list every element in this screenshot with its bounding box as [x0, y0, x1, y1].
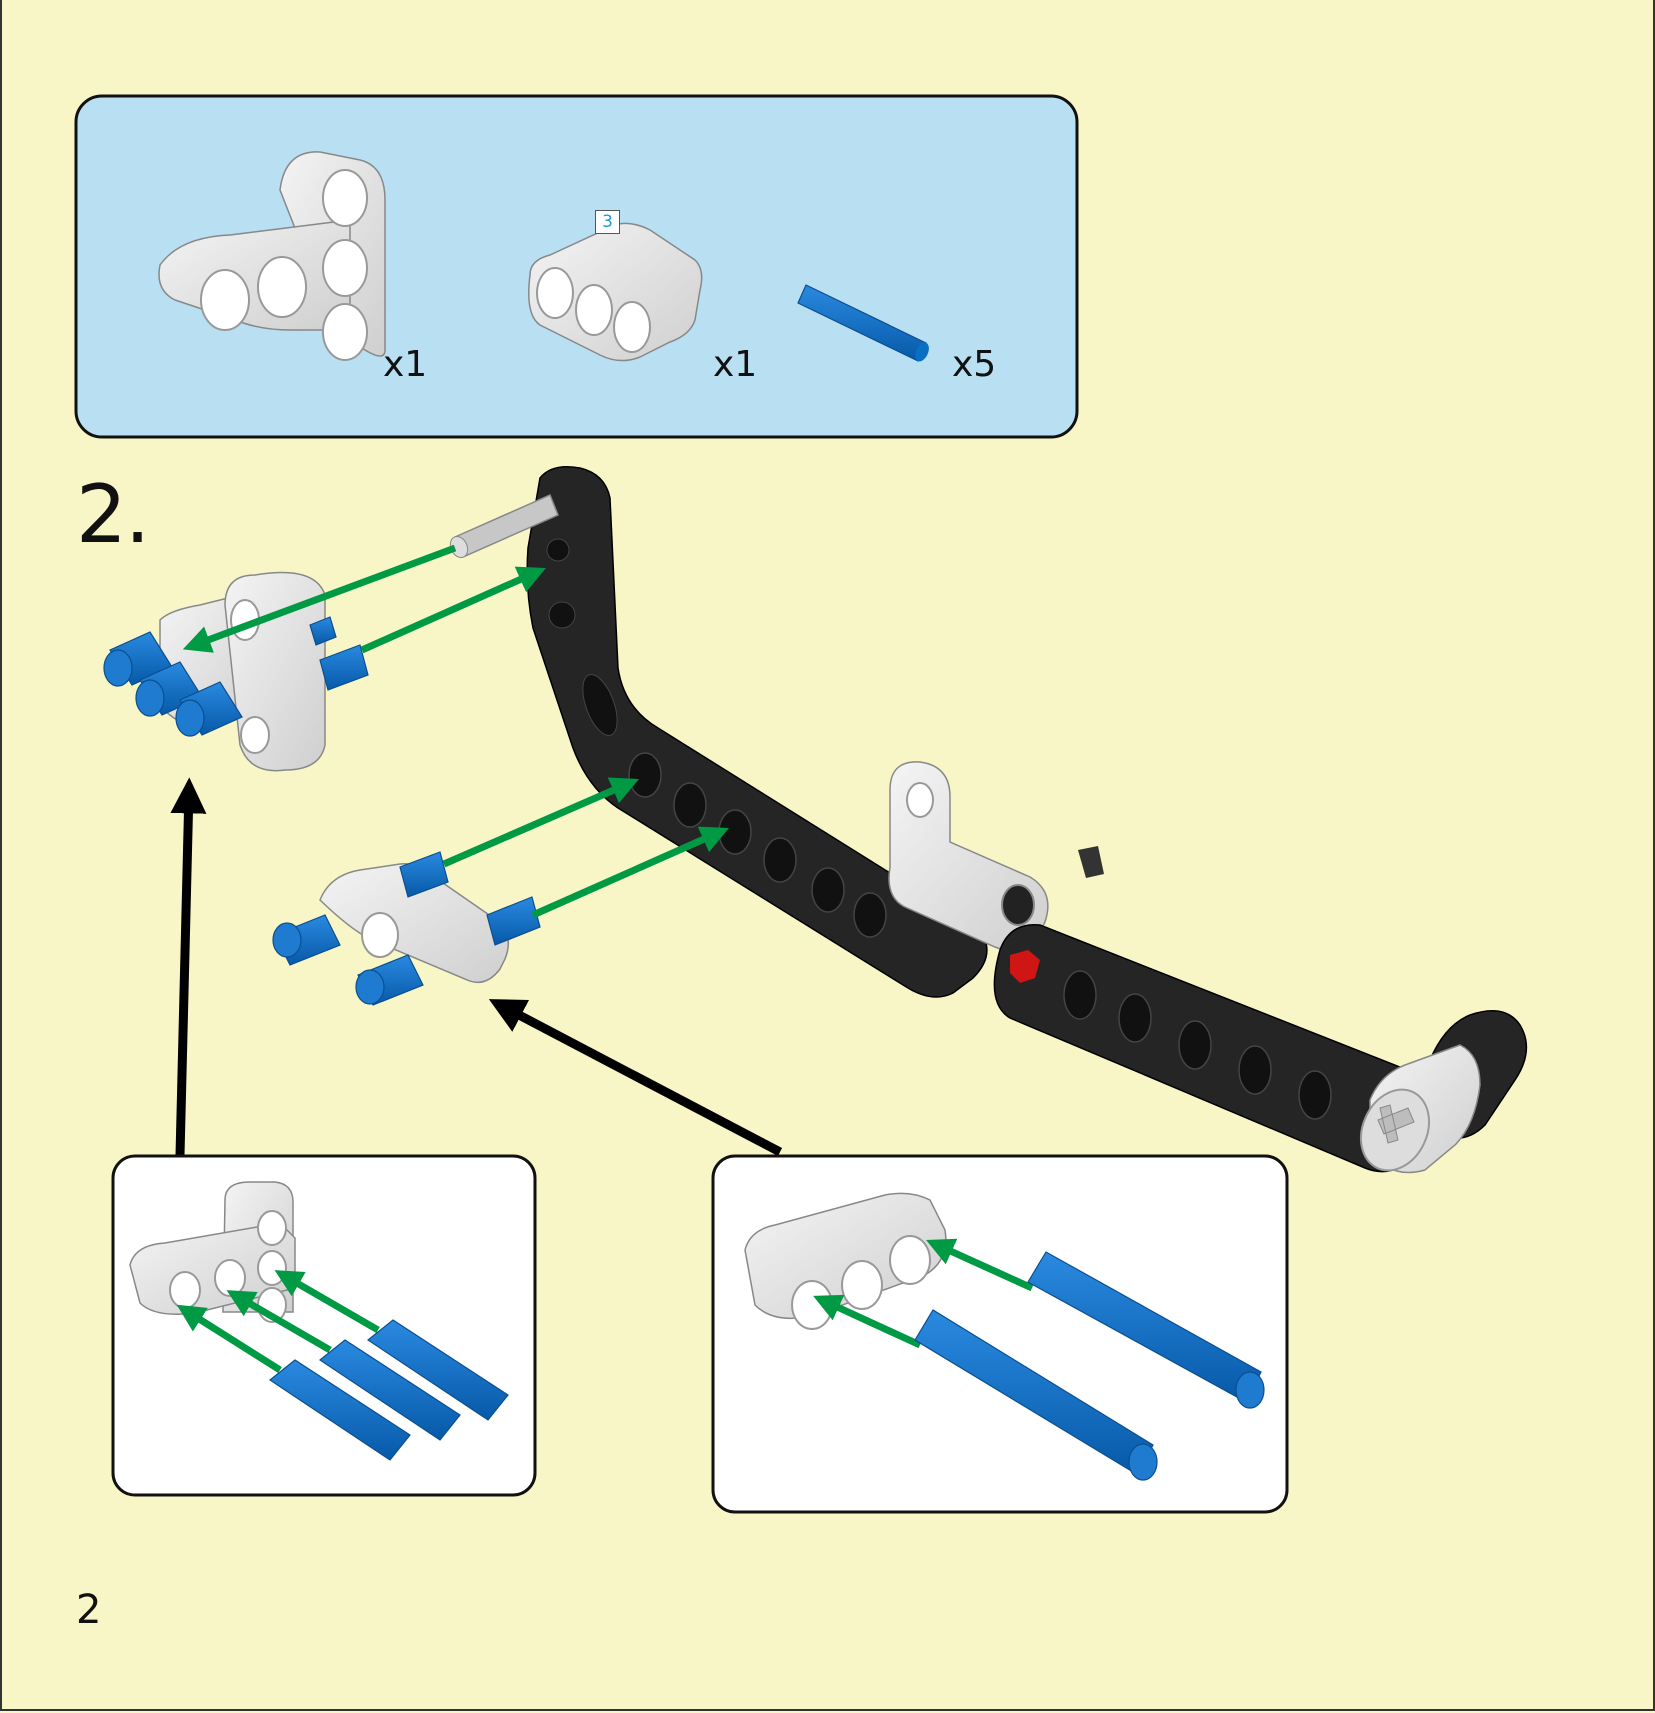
black-bent-beam [526, 466, 988, 998]
parts-list-box [74, 94, 1079, 439]
part-quantity: x5 [952, 344, 997, 385]
part-t-beam-icon [158, 151, 386, 361]
callout-arrow-up [170, 777, 207, 1156]
black-straight-beam [993, 923, 1528, 1174]
insertion-arrow [442, 777, 639, 868]
part-quantity: x1 [383, 344, 428, 385]
insertion-arrow [274, 1270, 380, 1334]
insertion-arrow [926, 1238, 1034, 1292]
part-long-pin-icon [797, 284, 929, 362]
callout-left [111, 1154, 537, 1497]
insertion-arrow [813, 1294, 922, 1349]
beam-3-subassembly [272, 851, 541, 1006]
step-number: 2. [76, 468, 150, 561]
gray-axle [449, 493, 559, 559]
insertion-arrow [182, 544, 457, 653]
callout-arrow-diagonal [488, 999, 783, 1156]
t-beam-subassembly [103, 571, 369, 772]
part-beam-3-icon [528, 222, 703, 362]
insertion-arrow [176, 1304, 282, 1373]
red-connector [1010, 950, 1040, 983]
insertion-arrow [226, 1290, 332, 1354]
page-number: 2 [76, 1587, 102, 1633]
beam-length-badge: 3 [595, 210, 620, 234]
white-connector [888, 761, 1104, 952]
insertion-arrow [531, 826, 729, 919]
callout-right [711, 1154, 1289, 1514]
insertion-arrow [360, 566, 546, 654]
part-quantity: x1 [713, 344, 758, 385]
